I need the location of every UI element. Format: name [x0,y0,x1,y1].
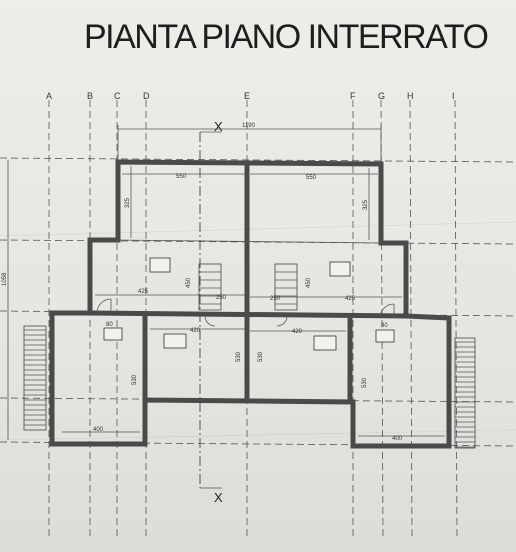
dim-room-top-left: 550 [176,174,187,180]
dim-right-bottom-width: 400 [392,436,403,442]
room-tag [329,261,351,277]
section-line: X X [199,119,223,505]
dim-stair-right-bottom: 250 [270,296,281,302]
dim-right-upper-height: 325 [363,199,369,210]
external-stair-left [23,325,47,431]
dim-mid-left-width: 420 [190,328,201,334]
dim-left-upper-height: 325 [125,197,131,208]
dim-center-left-height: 530 [236,351,242,362]
axis-line-g [380,99,384,541]
background-hatch [0,221,516,441]
dim-stair-left-height: 450 [186,277,192,288]
room-tag [163,333,187,349]
stair-left [198,263,222,311]
axis-label-h: H [407,91,414,101]
room-tag [313,335,337,351]
dim-left-bottom-width: 400 [93,427,104,433]
dim-mid-right-width: 420 [292,329,303,335]
dim-overall-top: 1190 [242,123,256,129]
axis-line-i [454,99,458,541]
dimension-lines [7,125,445,440]
dim-stair-right-height: 450 [306,277,312,288]
axis-label-b: B [87,91,93,101]
walls [49,159,452,449]
room-tags [103,257,395,351]
room-tag [149,257,171,273]
ramp-steps [24,329,475,448]
dim-stair-left-bottom: 250 [216,295,227,301]
stair-right [274,263,298,311]
dim-center-right-height: 530 [258,351,264,362]
axis-label-i: I [452,91,455,101]
axis-label-f: F [350,91,356,101]
dim-right-lower-height: 530 [362,377,368,388]
doors [96,298,395,327]
dim-left-lower-height: 530 [132,374,138,385]
external-stair-right [454,337,476,449]
dim-left-mid-width: 425 [138,289,149,295]
room-tag [103,327,123,341]
axis-label-c: C [114,91,121,101]
axis-label-e: E [244,91,250,101]
axis-label-g: G [378,91,385,101]
axis-line-h [409,99,413,541]
section-mark-bottom: X [214,490,223,505]
axis-label-d: D [143,91,150,101]
drawing-title: PIANTA PIANO INTERRATO [84,18,489,56]
dim-small-left: 80 [106,322,113,328]
dim-small-right: 80 [381,323,388,329]
dim-overall-left-height: 1058 [2,272,8,286]
dim-room-top-right: 550 [306,175,317,181]
section-mark-top: X [214,119,223,134]
room-tag [375,329,395,343]
axis-label-a: A [46,91,52,101]
dimension-texts: 1190 550 550 325 325 425 425 450 450 250… [2,123,403,442]
dim-right-mid-width: 425 [345,296,356,302]
